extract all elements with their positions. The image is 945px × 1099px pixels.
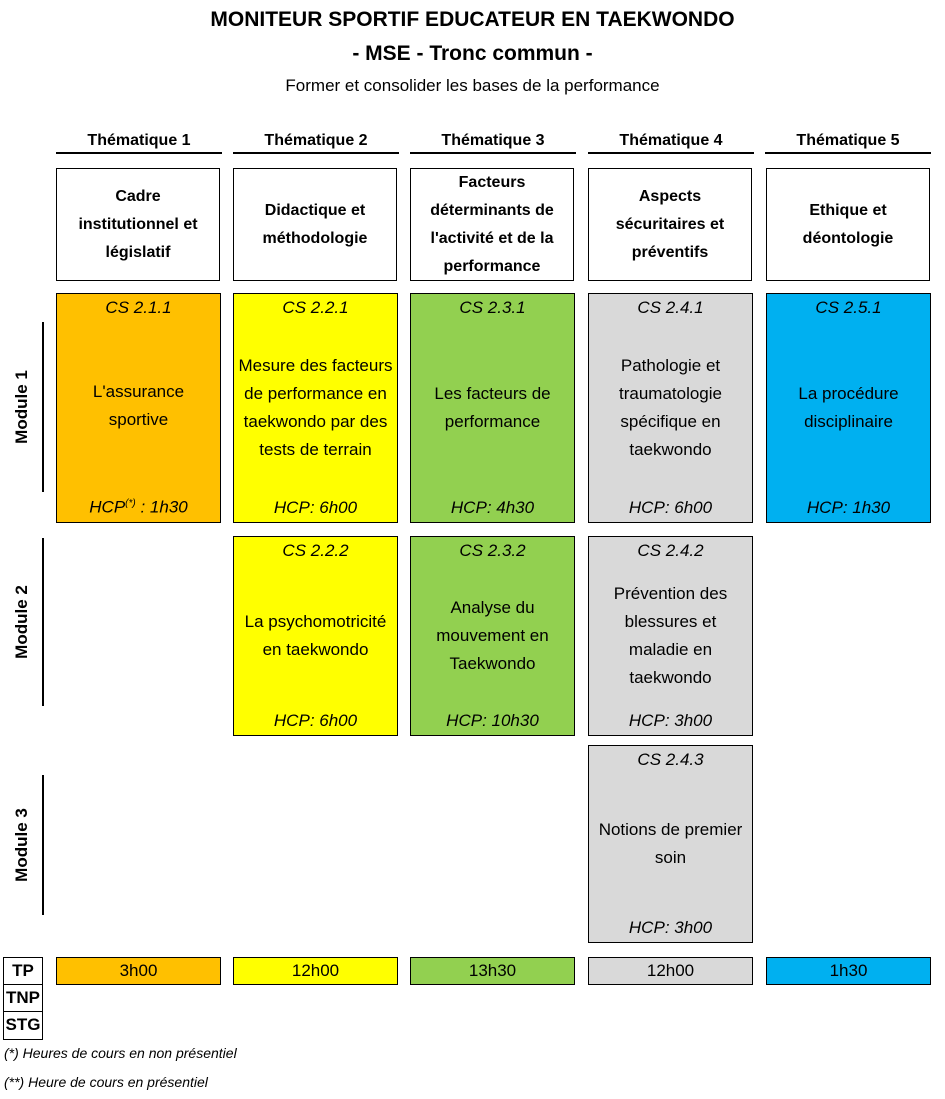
page-tagline: Former et consolider les bases de la per… <box>285 76 660 95</box>
module-label: Module 2 <box>2 538 42 706</box>
footnote: (*) Heures de cours en non présentiel <box>4 1045 237 1061</box>
course-code: CS 2.5.1 <box>815 298 882 317</box>
course-hours: HCP: 4h30 <box>451 494 534 522</box>
hcp-value: : 1h30 <box>842 498 891 517</box>
footnote: (**) Heure de cours en présentiel <box>4 1074 208 1090</box>
course-code: CS 2.1.1 <box>105 298 172 317</box>
hcp-label: HCP <box>628 711 665 730</box>
course-hours: HCP: 3h00 <box>629 707 712 735</box>
hcp-value: : 3h00 <box>664 918 713 937</box>
course-hours: HCP: 3h00 <box>629 914 712 942</box>
course-hours: HCP: 6h00 <box>274 707 357 735</box>
hcp-value: : 1h30 <box>135 498 188 517</box>
course-card: CS 2.4.2 Prévention des blessures et mal… <box>588 536 753 736</box>
row-label-stg: STG <box>3 1011 43 1040</box>
hcp-label: HCP <box>628 498 665 517</box>
course-card: CS 2.2.2 La psychomotricité en taekwondo… <box>233 536 398 736</box>
theme-label: Thématique 1 <box>56 132 222 154</box>
course-title: Les facteurs de performance <box>434 384 551 431</box>
hcp-value: : 6h00 <box>309 711 358 730</box>
hcp-value: : 6h00 <box>309 498 358 517</box>
course-title: Analyse du mouvement en Taekwondo <box>436 598 549 673</box>
theme-title: Aspects sécuritaires et préventifs <box>588 168 752 281</box>
course-code: CS 2.2.1 <box>282 298 349 317</box>
hcp-label: HCP <box>628 918 665 937</box>
theme-title: Cadre institutionnel et législatif <box>56 168 220 281</box>
module-divider <box>42 775 44 915</box>
course-hours: HCP: 6h00 <box>274 494 357 522</box>
course-code: CS 2.4.2 <box>637 541 704 560</box>
hcp-label: HCP <box>806 498 843 517</box>
course-title: La psychomotricité en taekwondo <box>244 612 387 659</box>
hcp-footnote: (*) <box>125 498 136 510</box>
hcp-label: HCP <box>450 498 487 517</box>
module-label-text: Module 3 <box>12 808 32 882</box>
course-code: CS 2.4.1 <box>637 298 704 317</box>
course-hours: HCP: 1h30 <box>807 494 890 522</box>
course-title: Notions de premier soin <box>598 820 743 867</box>
theme-title: Didactique et méthodologie <box>233 168 397 281</box>
hcp-value: : 4h30 <box>486 498 535 517</box>
course-card: CS 2.4.1 Pathologie et traumatologie spé… <box>588 293 753 523</box>
theme-title: Ethique et déontologie <box>766 168 930 281</box>
course-card: CS 2.3.1 Les facteurs de performance HCP… <box>410 293 575 523</box>
module-divider <box>42 322 44 492</box>
course-title: L'assurance sportive <box>92 382 185 430</box>
hcp-label: HCP <box>273 498 310 517</box>
course-code: CS 2.2.2 <box>282 541 349 560</box>
hcp-label: HCP <box>446 711 483 730</box>
course-card: CS 2.1.1 L'assurance sportive HCP(*) : 1… <box>56 293 221 523</box>
theme-label: Thématique 2 <box>233 132 399 154</box>
tp-total: 12h00 <box>233 957 398 985</box>
module-label-text: Module 1 <box>12 370 32 444</box>
course-card: CS 2.2.1 Mesure des facteurs de performa… <box>233 293 398 523</box>
course-hours: HCP(*) : 1h30 <box>89 490 187 522</box>
page-subtitle: - MSE - Tronc commun - <box>352 42 593 65</box>
course-title: Mesure des facteurs de performance en ta… <box>238 356 393 459</box>
module-divider <box>42 538 44 706</box>
course-title: Pathologie et traumatologie spécifique e… <box>618 356 722 459</box>
tp-total: 12h00 <box>588 957 753 985</box>
row-label-tnp: TNP <box>3 984 43 1012</box>
theme-label: Thématique 5 <box>765 132 931 154</box>
hcp-label: HCP <box>273 711 310 730</box>
course-code: CS 2.3.2 <box>459 541 526 560</box>
tp-total: 1h30 <box>766 957 931 985</box>
course-card: CS 2.3.2 Analyse du mouvement en Taekwon… <box>410 536 575 736</box>
page-title: MONITEUR SPORTIF EDUCATEUR EN TAEKWONDO <box>210 8 735 31</box>
course-code: CS 2.4.3 <box>637 750 704 769</box>
course-hours: HCP: 10h30 <box>446 707 539 735</box>
theme-label: Thématique 4 <box>588 132 754 154</box>
module-label-text: Module 2 <box>12 585 32 659</box>
course-title: Prévention des blessures et maladie en t… <box>613 584 728 687</box>
theme-title: Facteurs déterminants de l'activité et d… <box>410 168 574 281</box>
hcp-value: : 3h00 <box>664 711 713 730</box>
module-label: Module 1 <box>2 322 42 492</box>
module-label: Module 3 <box>2 775 42 915</box>
hcp-value: : 10h30 <box>482 711 539 730</box>
course-card: CS 2.5.1 La procédure disciplinaire HCP:… <box>766 293 931 523</box>
hcp-label: HCP <box>89 498 126 517</box>
tp-total: 3h00 <box>56 957 221 985</box>
course-card: CS 2.4.3 Notions de premier soin HCP: 3h… <box>588 745 753 943</box>
tp-total: 13h30 <box>410 957 575 985</box>
course-hours: HCP: 6h00 <box>629 494 712 522</box>
hcp-value: : 6h00 <box>664 498 713 517</box>
course-title: La procédure disciplinaire <box>798 384 899 431</box>
course-code: CS 2.3.1 <box>459 298 526 317</box>
row-label-tp: TP <box>3 957 43 985</box>
theme-label: Thématique 3 <box>410 132 576 154</box>
